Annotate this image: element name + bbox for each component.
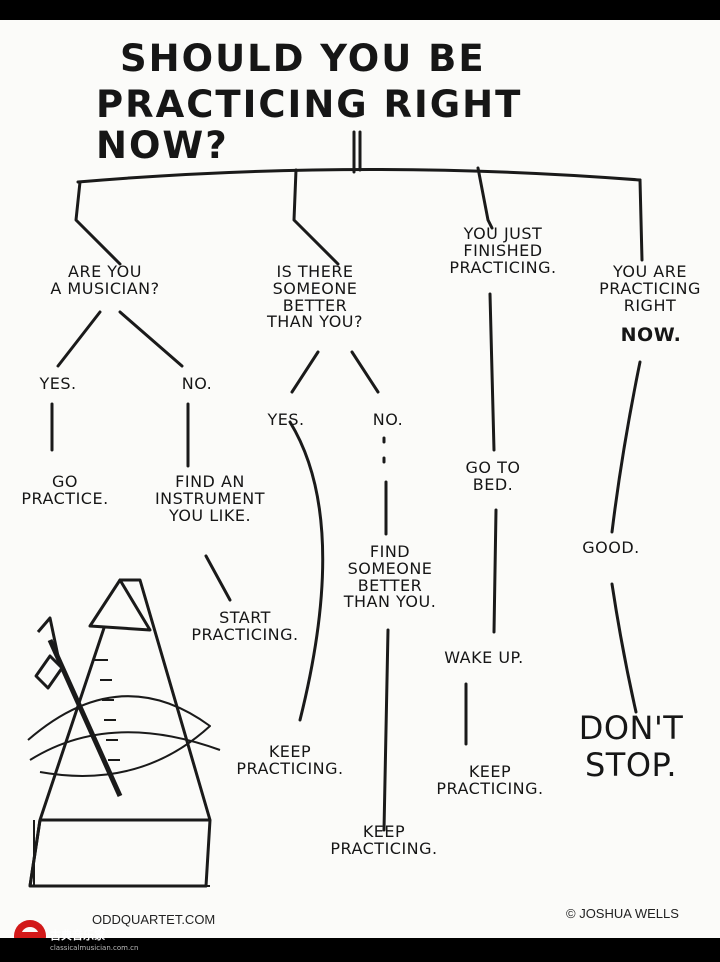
b2-question: IS THERE SOMEONE BETTER THAN YOU?: [267, 262, 363, 332]
drop-4: [638, 178, 644, 262]
drop-2: [292, 168, 340, 266]
flowchart-connectors: [14, 130, 644, 938]
b1-yes: YES.: [39, 374, 77, 393]
b2-split-no: [350, 350, 380, 394]
b1-split-no: [118, 310, 184, 368]
b4-step-2: DON'T STOP.: [578, 709, 684, 784]
b2-no-next: KEEP PRACTICING.: [330, 822, 438, 858]
b3-line-2: [492, 508, 498, 634]
b2-split-yes: [290, 350, 320, 394]
b4-question: YOU ARE PRACTICING RIGHT: [599, 262, 701, 315]
b1-no-result: FIND AN INSTRUMENT YOU LIKE.: [154, 472, 266, 525]
footer-credit: © JOSHUA WELLS: [566, 906, 679, 921]
footer-site: ODDQUARTET.COM: [92, 912, 216, 927]
b2-no: NO.: [372, 410, 404, 429]
b2-yes-curve: [288, 420, 325, 722]
b2-yes: YES.: [267, 410, 305, 429]
watermark-logo-mark: [14, 920, 46, 938]
b4-emphasis: NOW.: [620, 324, 682, 346]
watermark-url: classicalmusician.com.cn: [50, 944, 139, 952]
b1-no-next: START PRACTICING.: [191, 608, 299, 644]
title-line-1: SHOULD YOU BE: [120, 37, 486, 80]
b2-yes-result: KEEP PRACTICING.: [236, 742, 344, 778]
b4-line-1: [610, 360, 642, 534]
metronome-drawing: [27, 578, 221, 888]
b2-no-result: FIND SOMEONE BETTER THAN YOU.: [343, 542, 437, 612]
b3-question: YOU JUST FINISHED PRACTICING.: [449, 224, 557, 277]
b4-step-1: GOOD.: [582, 538, 640, 557]
b1-split-yes: [56, 310, 102, 368]
bottom-bar: [0, 938, 720, 962]
b2-no-next: [382, 628, 390, 832]
b1-yes-result: GO PRACTICE.: [21, 472, 109, 508]
watermark-name: 古典音乐家: [50, 929, 105, 942]
b3-line-1: [488, 292, 496, 452]
drop-1: [74, 180, 122, 266]
top-bar: [76, 167, 642, 184]
b1-no: NO.: [181, 374, 213, 393]
drop-3: [476, 166, 494, 230]
b1-question: ARE YOU A MUSICIAN?: [50, 262, 160, 298]
b1-no-next: [204, 554, 232, 602]
b4-line-2: [610, 582, 638, 714]
b3-step-1: GO TO BED.: [465, 458, 521, 494]
b3-step-3: KEEP PRACTICING.: [436, 762, 544, 798]
b3-step-2: WAKE UP.: [444, 648, 524, 667]
title-line-2: PRACTICING RIGHT NOW?: [96, 83, 523, 168]
flowchart-sheet: SHOULD YOU BE PRACTICING RIGHT NOW? ARE …: [0, 20, 720, 938]
title-stem: [352, 130, 362, 174]
